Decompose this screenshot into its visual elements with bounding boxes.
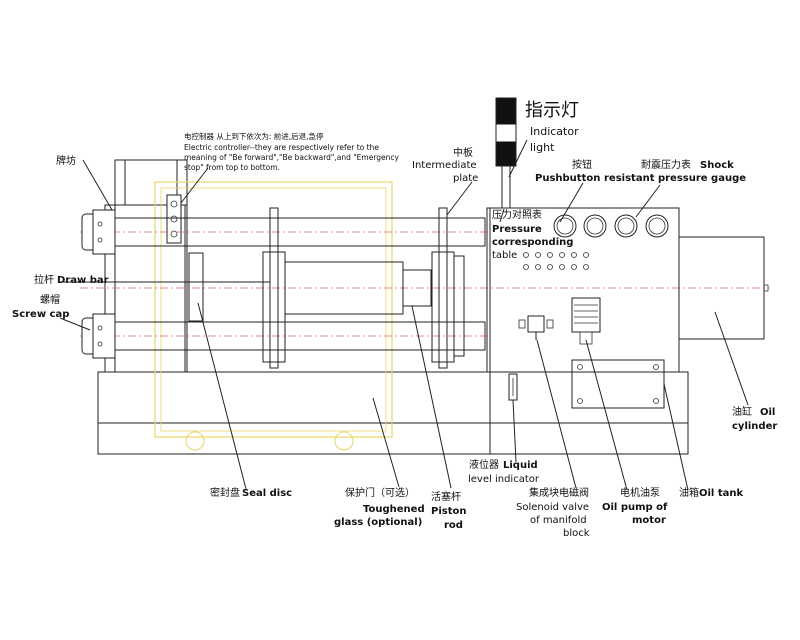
oil-pump-en1: Oil pump of [602, 502, 668, 513]
controller-en3: stop" from top to bottom. [184, 163, 280, 172]
liquid-level-en1: Liquid [503, 460, 538, 471]
piston-rod-en2: rod [444, 520, 463, 531]
oil-pump-cn: 电机油泵 [620, 486, 660, 499]
gauge-cn: 耐震压力表 [641, 158, 691, 171]
left-brace [114, 159, 188, 373]
leader-lines [59, 139, 749, 491]
gauge-en2: resistant pressure gauge [604, 173, 746, 184]
piston-rod-cn: 活塞杆 [431, 490, 461, 503]
oil-tank-panel [571, 359, 665, 409]
indicator-light [495, 97, 517, 209]
pressure-table-en2: corresponding [492, 237, 573, 248]
electric-controller-box [166, 194, 182, 244]
oil-tank-cn: 油箱 [679, 486, 699, 499]
draw-bar-en: Draw bar [57, 275, 109, 286]
pressure-table-en3: table [492, 250, 517, 261]
machine-body [80, 97, 770, 455]
screw-cap-en: Screw cap [12, 309, 69, 320]
oil-pump-motor [571, 297, 601, 333]
toughened-glass-en2: glass (optional) [334, 517, 422, 528]
solenoid-en2: of manifold [530, 515, 587, 526]
piston-rod-en1: Piston [431, 506, 466, 517]
pressure-table-cn: 压力对照表 [492, 208, 542, 221]
pressure-table-en1: Pressure [492, 224, 542, 235]
seal-disc-cn: 密封盘 [210, 486, 240, 499]
solenoid-cn: 集成块电磁阀 [529, 486, 589, 499]
intermediate-plate-cn: 中板 [453, 146, 473, 159]
solenoid-valve [527, 315, 545, 333]
intermediate-plate [431, 251, 455, 363]
oil-pump-en2: motor [632, 515, 666, 526]
pushbutton-array [523, 252, 589, 270]
oil-cylinder-en2: cylinder [732, 421, 777, 432]
pushbutton-cn: 按钮 [572, 158, 592, 171]
pushbutton-en: Pushbutton [535, 173, 600, 184]
seal-disc-en: Seal disc [242, 488, 292, 499]
screw-cap-cn: 螺帽 [40, 293, 60, 306]
indicator-light-en2: light [530, 141, 555, 154]
moving-plate [262, 251, 286, 363]
oil-tank-en: Oil tank [699, 488, 743, 499]
indicator-light-en1: Indicator [530, 125, 579, 138]
oil-cylinder-cn: 油缸 [732, 405, 752, 418]
intermediate-plate-en1: Intermediate [412, 160, 477, 171]
toughened-glass-cn: 保护门（可选） [345, 486, 415, 499]
controller-en1: Electric controller--they are respective… [184, 143, 379, 152]
labels: 指示灯 Indicator light 电控制器 从上到下依次为: 前进,后退,… [12, 100, 777, 539]
seal-disc [188, 252, 204, 322]
controller-cn: 电控制器 从上到下依次为: 前进,后退,急停 [184, 131, 324, 141]
liquid-level-cn: 液位器 [469, 458, 499, 471]
solenoid-en1: Solenoid valve [516, 502, 589, 513]
liquid-level-en2: level indicator [468, 474, 540, 485]
controller-en2: meaning of "Be forward","Be backward",an… [184, 153, 400, 162]
solenoid-en3: block [563, 528, 590, 539]
toughened-glass-en1: Toughened [363, 504, 425, 515]
draw-bar-cn: 拉杆 [34, 273, 54, 286]
oil-cylinder-en1: Oil [760, 407, 775, 418]
indicator-light-cn: 指示灯 [525, 100, 579, 121]
toughened-glass-door [154, 181, 393, 438]
gauge-en1: Shock [700, 160, 734, 171]
intermediate-plate-en2: plate [453, 173, 478, 184]
brace-cn: 牌坊 [56, 154, 76, 167]
